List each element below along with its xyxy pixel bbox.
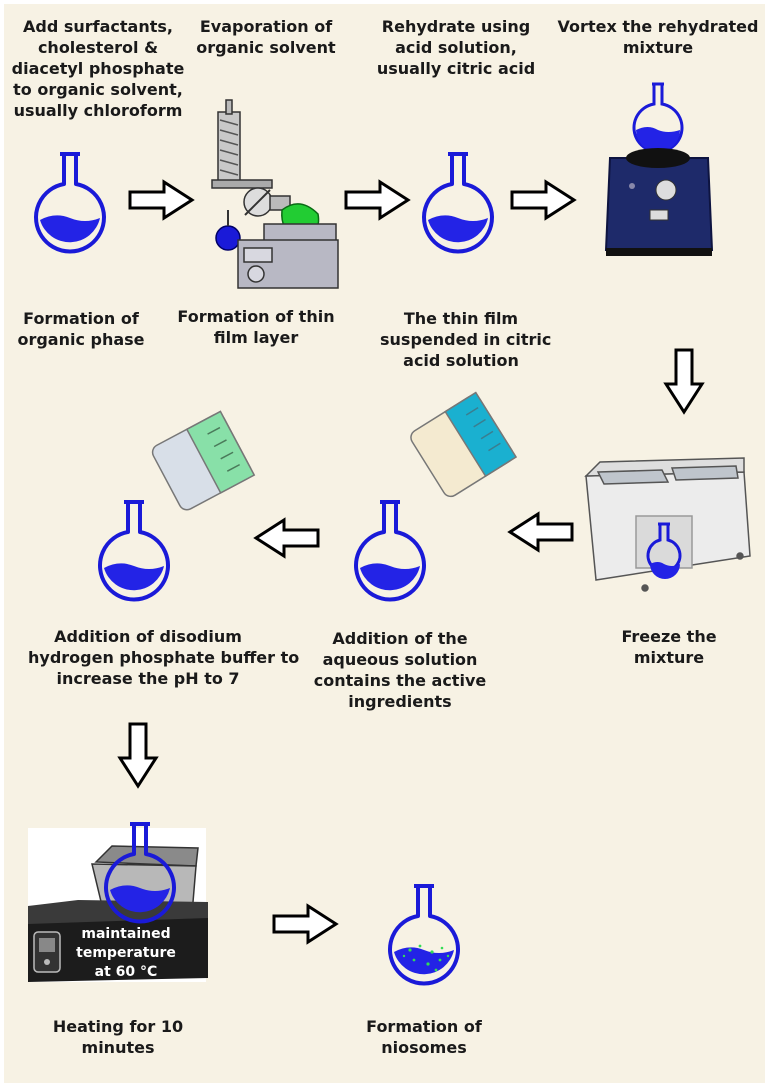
beaker-pouring-icon	[410, 391, 518, 498]
round-bottom-flask-icon	[354, 500, 426, 602]
round-bottom-flask-icon	[98, 500, 171, 602]
arrow-right-icon	[344, 180, 410, 220]
round-bottom-flask-icon	[422, 152, 494, 254]
round-bottom-flask-icon	[34, 152, 107, 254]
arrow-right-icon	[510, 180, 576, 220]
vortex-mixer-icon	[604, 82, 714, 256]
freezer-icon	[584, 457, 751, 592]
round-bottom-flask-icon	[388, 884, 460, 986]
arrow-left-icon	[254, 518, 320, 558]
rotary-evaporator-icon	[211, 99, 339, 289]
arrow-down-icon	[118, 722, 158, 788]
beaker-pouring-icon	[151, 410, 256, 511]
arrow-right-icon	[128, 180, 194, 220]
arrow-right-icon	[272, 904, 338, 944]
step-organic-phase-instruction: Add surfactants,cholesterol &diacetyl ph…	[11, 17, 185, 120]
arrow-down-icon	[664, 348, 704, 414]
arrow-left-icon	[508, 512, 574, 552]
